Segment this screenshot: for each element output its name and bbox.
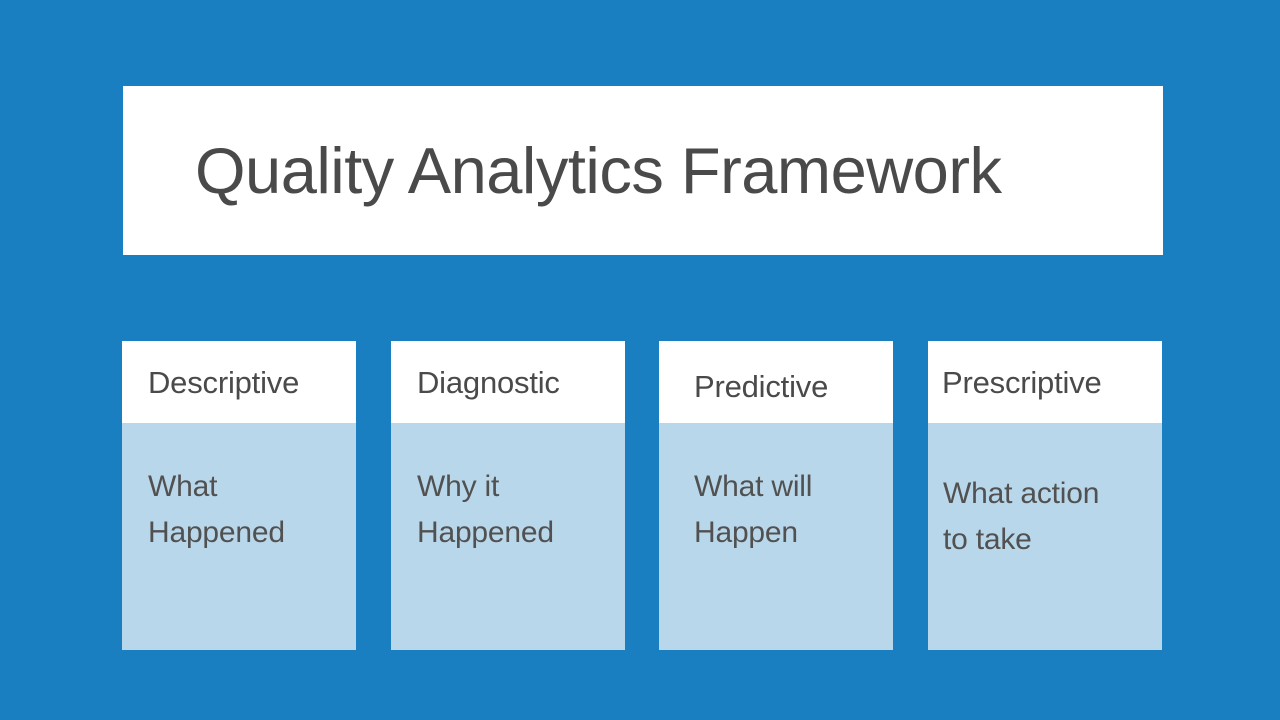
- card-prescriptive-description: What action to take: [943, 477, 1100, 556]
- page-title: Quality Analytics Framework: [195, 134, 1002, 207]
- title-banner: Quality Analytics Framework: [123, 86, 1163, 255]
- card-predictive[interactable]: Predictive What will Happen: [659, 341, 893, 650]
- card-prescriptive-header: Prescriptive: [928, 341, 1162, 423]
- card-prescriptive[interactable]: Prescriptive What action to take: [928, 341, 1162, 650]
- card-descriptive-body: What Happened: [122, 423, 356, 650]
- card-diagnostic-title: Diagnostic: [417, 364, 560, 400]
- card-prescriptive-title: Prescriptive: [942, 364, 1102, 400]
- card-diagnostic-body: Why it Happened: [391, 423, 625, 650]
- card-descriptive-header: Descriptive: [122, 341, 356, 423]
- card-predictive-header: Predictive: [659, 341, 893, 423]
- card-diagnostic-header: Diagnostic: [391, 341, 625, 423]
- card-predictive-description: What will Happen: [694, 470, 813, 549]
- card-descriptive[interactable]: Descriptive What Happened: [122, 341, 356, 650]
- card-diagnostic[interactable]: Diagnostic Why it Happened: [391, 341, 625, 650]
- card-prescriptive-body: What action to take: [928, 423, 1162, 650]
- card-descriptive-title: Descriptive: [148, 364, 300, 400]
- card-predictive-body: What will Happen: [659, 423, 893, 650]
- card-diagnostic-description: Why it Happened: [417, 470, 554, 549]
- card-descriptive-description: What Happened: [148, 470, 285, 549]
- card-predictive-title: Predictive: [694, 368, 829, 404]
